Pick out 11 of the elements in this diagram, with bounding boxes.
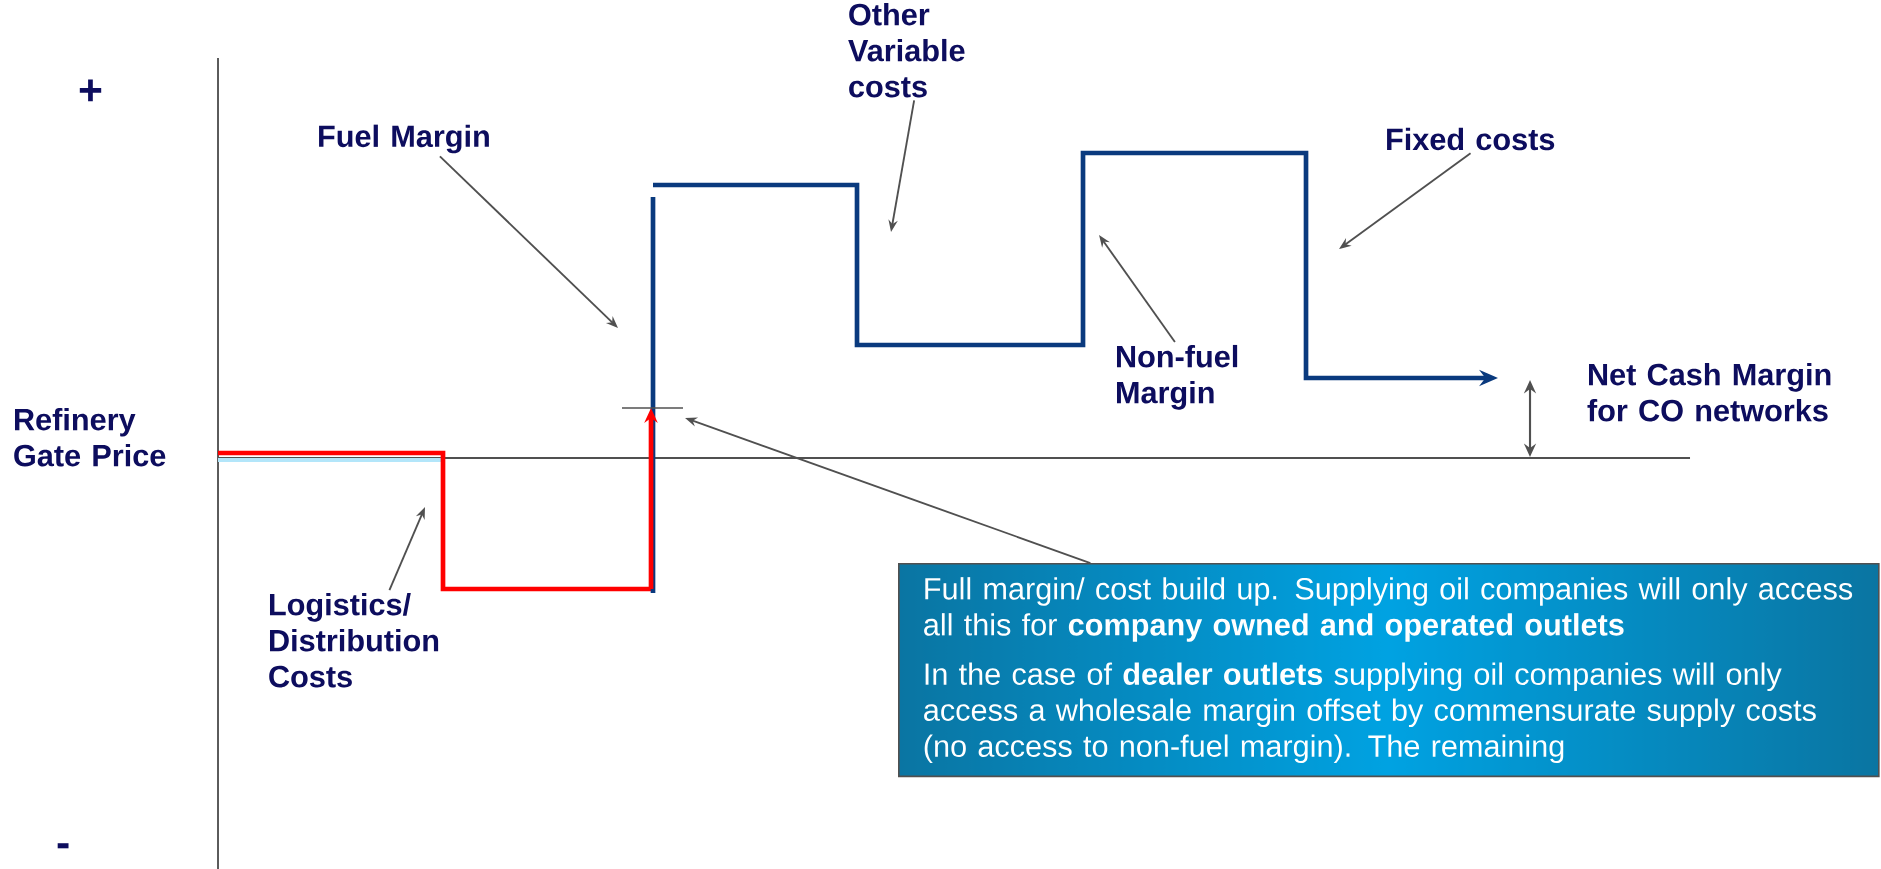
axis-sign: + <box>79 79 102 102</box>
callout-label: Fuel Margin <box>319 124 489 154</box>
leader-line <box>439 155 618 328</box>
axis-label: Refinery Gate Price <box>14 407 166 467</box>
callout-label: Other Variable costs <box>848 2 965 98</box>
callout-label: Fixed costs <box>1387 127 1555 151</box>
callout-label: Logistics/ Distribution Costs <box>269 592 439 688</box>
axis-sign: - <box>57 843 69 849</box>
axis-label: Net Cash Margin for CO networks <box>1587 362 1831 422</box>
callout-label: Non-fuel Margin <box>1117 344 1238 410</box>
text-box: Full margin/ cost build up. Supplying oil companies will only access all this for company owned and operated outlets In the case of dealer outlets supplying oil companies will only access a wholesale margin offset by commensurate supply costs (no access to non-fuel margin). The remaining <box>898 563 1880 778</box>
